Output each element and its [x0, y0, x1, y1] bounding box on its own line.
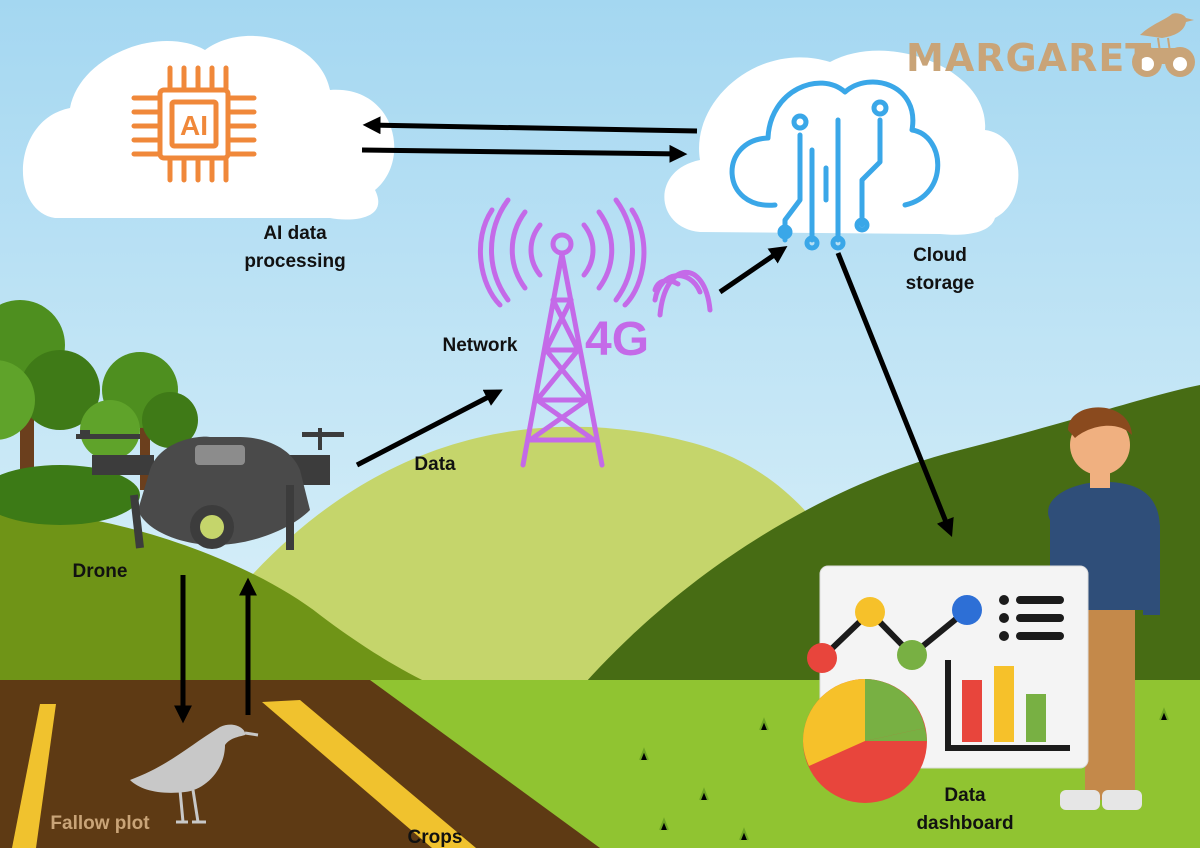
network-label: Network	[442, 335, 518, 356]
edges	[174, 116, 954, 724]
drone-icon	[76, 428, 344, 550]
cloud-label-line2: storage	[905, 273, 975, 294]
ai-processing-label: AI data processing	[220, 220, 370, 276]
dashboard-board	[803, 565, 1089, 803]
ai-chip-text: AI	[180, 110, 208, 141]
edge-ai-to-cloud	[361, 144, 688, 163]
cloud-label-line1: Cloud	[913, 245, 967, 266]
data-edge-label: Data	[414, 454, 456, 475]
dashboard-label: Data dashboard	[900, 782, 1030, 838]
4g-label: 4G	[585, 313, 649, 366]
crop-rows	[12, 700, 476, 848]
bird-icon	[130, 724, 259, 824]
fallow-plot-label: Fallow plot	[50, 813, 150, 834]
dark-hill-left	[0, 510, 470, 700]
fallow-plot-soil	[0, 680, 600, 848]
edge-network-to-cloud	[718, 245, 788, 295]
brand-name: MARGARET	[906, 36, 1153, 80]
margaret-logo-icon	[1132, 13, 1195, 77]
dashboard-label-line2: dashboard	[916, 813, 1014, 834]
ai-label-line2: processing	[244, 251, 346, 272]
edge-drone-to-network	[355, 389, 503, 468]
edge-cloud-to-ai	[362, 116, 698, 135]
grass-tufts	[639, 707, 1169, 841]
cloud-circuit-icon	[729, 79, 941, 251]
dashboard-label-line1: Data	[944, 785, 986, 806]
ai-cloud	[22, 35, 395, 220]
ai-chip-icon	[131, 65, 257, 183]
ai-label-line1: AI data	[263, 223, 327, 244]
drone-label: Drone	[72, 561, 128, 582]
4g-tower-icon	[478, 197, 713, 468]
cloud-storage-label: Cloud storage	[880, 242, 1000, 298]
crops-label: Crops	[407, 827, 463, 848]
trees	[0, 300, 198, 525]
edge-cloud-to-dashboard	[835, 252, 954, 538]
